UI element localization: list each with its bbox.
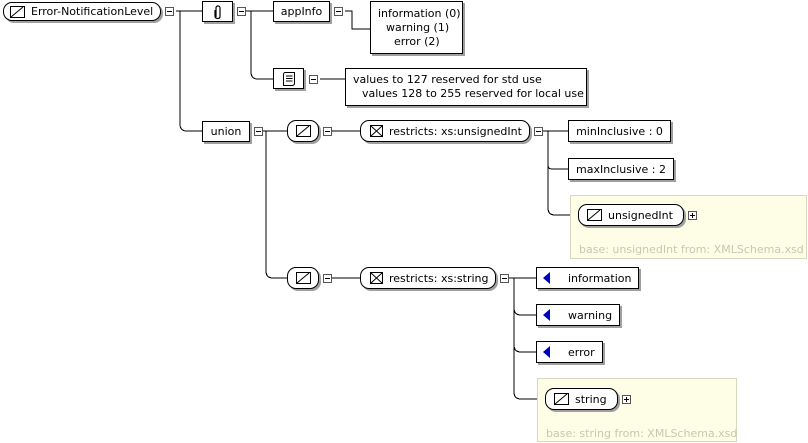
restriction-unsignedint-label: restricts: xs:unsignedInt [389,124,522,138]
annotation-collapse-toggle[interactable] [237,7,246,16]
restriction-string-label: restricts: xs:string [389,271,489,285]
simple-type-icon [10,5,25,18]
appinfo-text-box: information (0) warning (1) error (2) [370,1,463,54]
facet-maxinclusive[interactable]: maxInclusive : 2 [568,158,674,180]
appinfo-label: appInfo [280,5,323,18]
simple-type-icon [554,393,569,405]
documentation-scroll-icon [282,71,295,86]
restriction-unsignedint-collapse-toggle[interactable] [534,127,543,136]
base-type-note: base: unsignedInt from: XMLSchema.xsd [579,243,804,256]
base-type-expand-toggle[interactable] [622,395,631,404]
base-type-expand-toggle[interactable] [688,211,697,220]
enumeration-information[interactable]: information [536,267,639,289]
appinfo-line: information (0) [378,6,461,20]
simple-type-icon [587,209,602,221]
enumeration-error[interactable]: error [536,341,603,363]
restriction-icon [370,272,383,284]
union-collapse-toggle[interactable] [254,127,263,136]
enumeration-label: error [568,345,595,359]
paperclip-icon [213,4,221,19]
documentation-text-box: values to 127 reserved for std use value… [345,68,587,106]
base-type-label: unsignedInt [608,208,673,222]
appinfo-line: error (2) [394,34,440,48]
documentation-line: values to 127 reserved for std use [353,73,542,86]
restriction-icon [370,125,383,137]
restriction-string-collapse-toggle[interactable] [500,274,509,283]
root-element-node[interactable]: Error-NotificationLevel [3,2,161,21]
enumeration-warning[interactable]: warning [536,304,620,326]
facet-label: maxInclusive : 2 [575,162,667,176]
simple-type-icon [295,125,311,137]
base-type-label: string [575,392,607,406]
simple-type-collapse-toggle[interactable] [323,127,332,136]
facet-mininclusive[interactable]: minInclusive : 0 [568,120,671,142]
enumeration-marker-icon [543,309,550,321]
enumeration-marker-icon [543,272,550,284]
documentation-line: values 128 to 255 reserved for local use [362,87,584,100]
anonymous-simple-type-node[interactable] [287,120,319,142]
simple-type-icon [295,272,311,284]
root-collapse-toggle[interactable] [165,7,174,16]
appinfo-node[interactable]: appInfo [273,1,330,22]
restriction-unsignedint-node[interactable]: restricts: xs:unsignedInt [360,120,530,142]
anonymous-simple-type-node[interactable] [287,267,319,289]
base-type-note: base: string from: XMLSchema.xsd [546,427,738,440]
simple-type-collapse-toggle[interactable] [323,274,332,283]
appinfo-line: warning (1) [386,20,450,34]
root-element-label: Error-NotificationLevel [31,5,154,18]
union-node[interactable]: union [202,121,250,142]
facet-label: minInclusive : 0 [576,124,663,138]
appinfo-collapse-toggle[interactable] [334,7,343,16]
enumeration-label: warning [568,308,613,322]
restriction-string-node[interactable]: restricts: xs:string [360,267,496,289]
documentation-collapse-toggle[interactable] [309,75,318,84]
documentation-node[interactable] [273,68,304,89]
enumeration-label: information [568,271,632,285]
union-label: union [210,125,242,138]
base-type-unsignedint-node[interactable]: unsignedInt [578,204,684,226]
enumeration-marker-icon [543,346,550,358]
annotation-node[interactable] [202,1,233,22]
base-type-string-node[interactable]: string [545,388,618,410]
